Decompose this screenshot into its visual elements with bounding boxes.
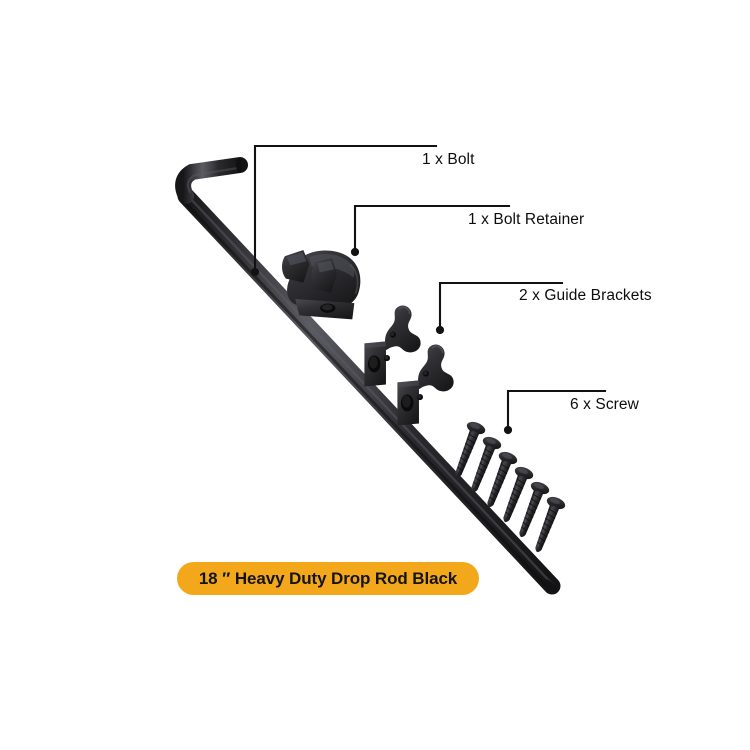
guide-bracket-part-1 [363, 304, 422, 388]
product-title-text: 18 ″ Heavy Duty Drop Rod Black [198, 569, 458, 588]
callout-label-bolt: 1 x Bolt [422, 151, 475, 168]
callout-label-bolt-retainer: 1 x Bolt Retainer [468, 211, 585, 228]
leader-line-screw [503, 389, 607, 435]
callout-label-guide-brackets: 2 x Guide Brackets [519, 287, 652, 304]
callout-label-screw: 6 x Screw [570, 396, 639, 413]
bolt-part [175, 157, 561, 595]
leader-line-brackets [435, 281, 564, 335]
product-title-banner: 18 ″ Heavy Duty Drop Rod Black [177, 562, 479, 595]
bolt-retainer-part [282, 250, 361, 320]
guide-bracket-part-2 [396, 343, 455, 427]
leader-line-bolt [250, 144, 438, 277]
leader-line-retainer [350, 204, 511, 257]
